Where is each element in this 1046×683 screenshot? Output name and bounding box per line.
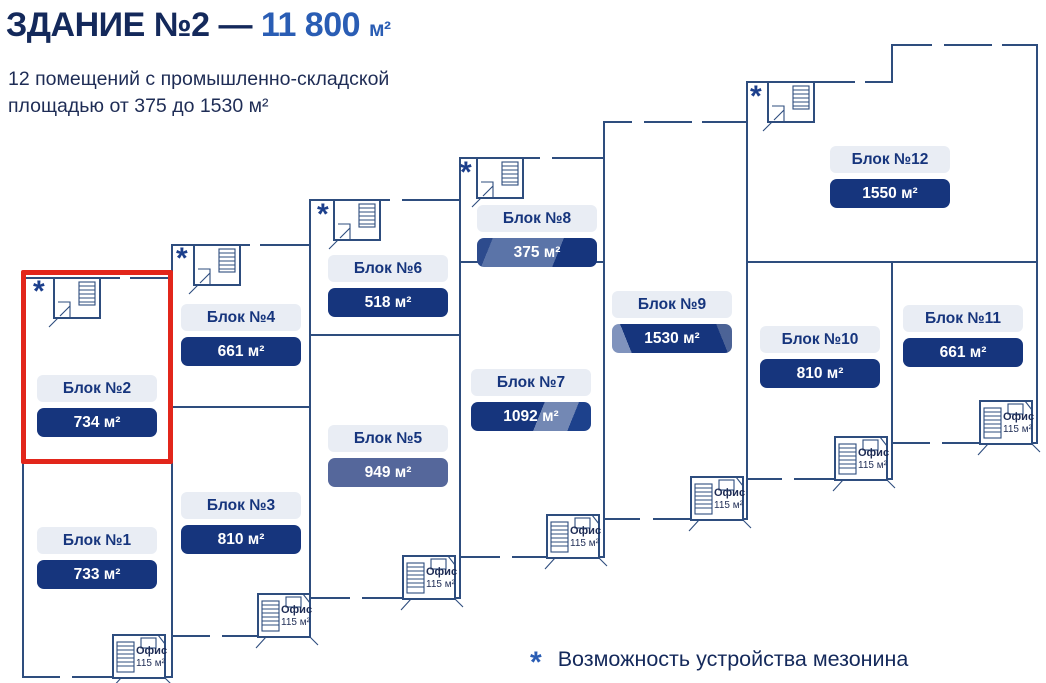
block-12-area: 1550 м² [830,179,950,208]
mezzanine-marker: * [33,275,45,308]
block-6[interactable]: Блок №6 518 м² [328,255,448,317]
block-10[interactable]: Блок №10 810 м² [760,326,880,388]
block-9-area: 1530 м² [612,324,732,353]
mezzanine-marker: * [176,242,188,275]
mezzanine-marker: * [750,80,762,113]
block-11[interactable]: Блок №11 661 м² [903,305,1023,367]
block-10-area: 810 м² [760,359,880,388]
block-11-name: Блок №11 [903,305,1023,332]
office-unit-label: Офис 115 м² [426,566,458,591]
mezzanine-stairs-icon [762,81,815,132]
block-1-area: 733 м² [37,560,157,589]
block-6-area: 518 м² [328,288,448,317]
title-area-unit: м² [368,18,391,41]
block-1[interactable]: Блок №1 733 м² [37,527,157,589]
title-building: ЗДАНИЕ №2 — [6,6,252,44]
office-unit-label: Офис 115 м² [714,487,746,512]
block-4-name: Блок №4 [181,304,301,331]
office-unit-label: Офис 115 м² [858,447,890,472]
page-title: ЗДАНИЕ №2 — 11 800 м² [6,6,391,45]
block-8[interactable]: Блок №8 375 м² [477,205,597,267]
block-6-name: Блок №6 [328,255,448,282]
office-unit-label: Офис 115 м² [281,604,313,629]
block-12[interactable]: Блок №12 1550 м² [830,146,950,208]
block-2-area: 734 м² [37,408,157,437]
block-4-area: 661 м² [181,337,301,366]
block-8-area: 375 м² [477,238,597,267]
selected-block-highlight [21,270,173,464]
block-2[interactable]: Блок №2 734 м² [37,375,157,437]
block-4[interactable]: Блок №4 661 м² [181,304,301,366]
block-1-name: Блок №1 [37,527,157,554]
block-2-name: Блок №2 [37,375,157,402]
block-7[interactable]: Блок №7 1092 м² [471,369,591,431]
legend-text: Возможность устройства мезонина [557,646,909,671]
mezzanine-stairs-icon [471,157,524,208]
mezzanine-marker: * [317,198,329,231]
block-11-area: 661 м² [903,338,1023,367]
mezzanine-stairs-icon [328,199,381,250]
page-subtitle: 12 помещений с промышленно-складской пло… [8,68,390,118]
block-12-name: Блок №12 [830,146,950,173]
block-5[interactable]: Блок №5 949 м² [328,425,448,487]
mezzanine-legend: * Возможность устройства мезонина [530,640,908,678]
office-unit-label: Офис 115 м² [1003,411,1035,436]
block-5-name: Блок №5 [328,425,448,452]
block-5-area: 949 м² [328,458,448,487]
mezzanine-stairs-icon [188,244,241,295]
office-unit-label: Офис 115 м² [136,645,168,670]
title-total-area: 11 800 [260,6,361,44]
legend-asterisk: * [530,646,542,679]
block-10-name: Блок №10 [760,326,880,353]
block-7-area: 1092 м² [471,402,591,431]
office-unit-label: Офис 115 м² [570,525,602,550]
block-8-name: Блок №8 [477,205,597,232]
mezzanine-marker: * [460,156,472,189]
block-3-area: 810 м² [181,525,301,554]
block-9[interactable]: Блок №9 1530 м² [612,291,732,353]
block-9-name: Блок №9 [612,291,732,318]
block-3-name: Блок №3 [181,492,301,519]
block-3[interactable]: Блок №3 810 м² [181,492,301,554]
block-7-name: Блок №7 [471,369,591,396]
